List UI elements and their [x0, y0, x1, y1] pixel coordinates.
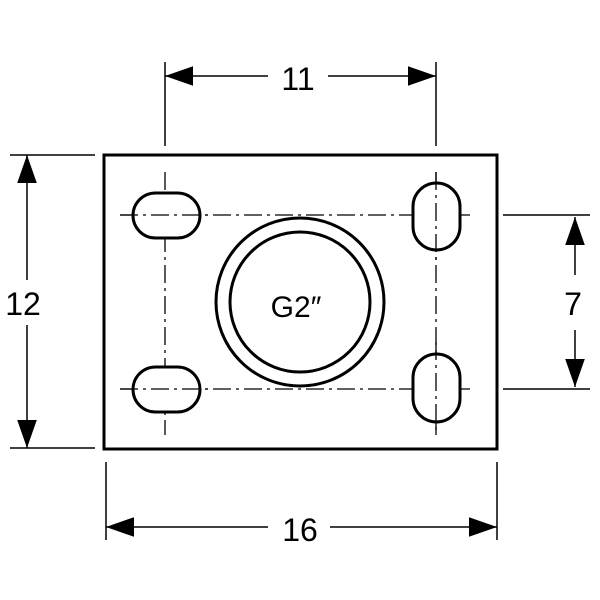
dimension-right: 7 [503, 214, 590, 390]
dimension-top: 11 [164, 61, 437, 146]
dimension-bottom-label: 16 [282, 512, 318, 548]
dimension-left: 12 [5, 154, 95, 449]
port-inner-circle [228, 230, 372, 374]
dimension-left-label: 12 [5, 286, 41, 322]
dimension-right-label: 7 [564, 286, 582, 322]
dimension-bottom: 16 [105, 462, 498, 548]
dimension-top-label: 11 [281, 61, 314, 97]
slot-center-marks [120, 172, 437, 435]
port-thread-label: G2″ [271, 291, 322, 324]
